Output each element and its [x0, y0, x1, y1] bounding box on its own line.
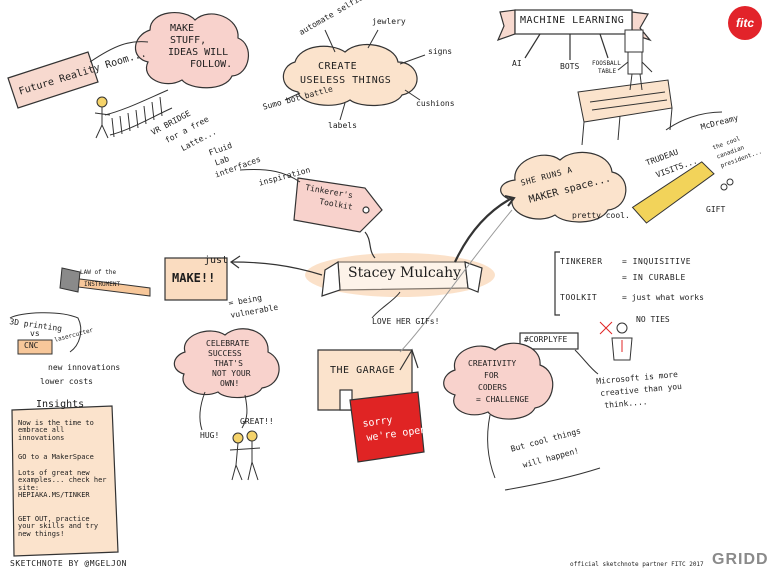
celebrate-arrow-right [241, 394, 248, 429]
def-incurable-value: = IN CURABLE [622, 273, 686, 282]
love-gifs: LOVE HER GIFs! [372, 317, 440, 326]
hug-figures [229, 430, 261, 481]
corplyfe-tag: #CORPLYFE [524, 335, 568, 344]
insights-title: Insights [36, 399, 85, 410]
lower-costs: lower costs [40, 377, 93, 386]
make-stuff-line1: MAKE [170, 23, 195, 34]
corplyfe-arrow [574, 349, 599, 375]
creativity-4: = CHALLENGE [476, 395, 529, 404]
connector-line [89, 41, 149, 63]
insight-item-2: GO to a MakerSpace [18, 453, 94, 461]
creativity-3: CODERS [478, 383, 507, 392]
creativity-2: FOR [484, 371, 499, 380]
fitc-logo: fitc [728, 6, 762, 40]
create-useless-title2: USELESS THINGS [300, 75, 392, 86]
trudeau-gift-drawing [631, 111, 734, 224]
ml-foosball-2: TABLE [598, 68, 617, 75]
celebrate-2: SUCCESS [208, 349, 242, 358]
hug-label: HUG! [200, 431, 220, 440]
create-useless-branches [284, 29, 426, 121]
creativity-arrow [487, 414, 496, 479]
make-label: MAKE!! [172, 271, 216, 285]
law-line2: INSTRUMENT [84, 281, 121, 288]
def-tinkerer: TINKERER [560, 257, 603, 266]
definitions-bracket [554, 251, 560, 316]
fluid-lab-arrow [239, 169, 301, 183]
no-ties: NO TIES [636, 315, 670, 324]
ml-foosball-1: FOOSBALL [592, 60, 621, 67]
insights-scroll [11, 405, 119, 557]
insight-item-3: Lots of great new examples... check her … [18, 469, 107, 500]
gift-label: GIFT [706, 205, 726, 214]
creativity-1: CREATIVITY [468, 359, 517, 368]
make-stuff-line2: STUFF, [170, 35, 207, 46]
machine-learning-banner-text: MACHINE LEARNING [520, 15, 625, 26]
cushions-label: cushions [416, 99, 455, 108]
new-innovations: new innovations [48, 363, 121, 372]
title-scroll [321, 260, 483, 297]
celebrate-5: OWN! [220, 379, 240, 388]
law-line1: LAW of the [80, 269, 117, 276]
footer-sketchnote: SKETCHNOTE BY @MGELJON [10, 559, 127, 568]
foosball-drawing [577, 29, 673, 146]
garage-arrow [399, 209, 513, 353]
gridd-logo: GRIDD [712, 551, 769, 568]
ml-bots: BOTS [560, 62, 580, 71]
insight-item-1: Now is the time to embrace all innovatio… [18, 419, 94, 442]
vr-bridge-drawing [94, 89, 173, 139]
make-stuff-line3: IDEAS WILL [168, 47, 229, 58]
cool-things-underline [504, 467, 601, 491]
celebrate-cloud [173, 328, 280, 399]
printing-cnc: CNC [24, 341, 39, 350]
jewlery-label: jewlery [372, 17, 406, 26]
just-make-arrow [231, 261, 323, 276]
printing-box [9, 312, 82, 355]
create-useless-title1: CREATE [318, 61, 358, 72]
garage-title: THE GARAGE [330, 365, 396, 376]
celebrate-3: THAT'S [214, 359, 243, 368]
corplyfe-box [519, 332, 579, 350]
creativity-cloud [443, 342, 554, 420]
maker-space-arrowhead [504, 195, 516, 207]
footer-partner: official sketchnote partner FITC 2017 [570, 561, 704, 568]
def-tinkerer-value: = INQUISITIVE [622, 257, 692, 266]
garage-drawing [317, 348, 425, 463]
create-useless-cloud [282, 43, 418, 106]
great-label: GREAT!! [240, 417, 274, 426]
just-make-arrowhead [229, 255, 241, 269]
machine-learning-banner [496, 9, 652, 60]
make-stuff-line4: FOLLOW. [190, 59, 233, 70]
ml-ai: AI [512, 59, 522, 68]
pretty-cool: pretty cool. [572, 211, 630, 220]
celebrate-4: NOT YOUR [212, 369, 251, 378]
toolkit-tag [293, 177, 383, 259]
make-stuff-cloud [134, 12, 250, 89]
celebrate-arrow-left [199, 391, 206, 431]
just-label: just [204, 255, 229, 266]
maker-space-arrow [454, 197, 513, 263]
no-ties-figure [599, 321, 633, 361]
printing-vs: vs [30, 329, 40, 338]
def-toolkit-value: = just what works [622, 293, 704, 302]
hammer-drawing [59, 267, 151, 297]
future-reality-box [7, 51, 99, 109]
labels-label: labels [328, 121, 357, 130]
insight-item-4: GET OUT, practice your skills and try ne… [18, 515, 99, 538]
signs-label: signs [428, 47, 453, 56]
just-make-box [164, 257, 228, 301]
def-toolkit: TOOLKIT [560, 293, 598, 302]
love-gifs-arrow [371, 291, 401, 319]
speaker-name: Stacey Mulcahy [348, 265, 461, 281]
celebrate-1: CELEBRATE [206, 339, 250, 348]
